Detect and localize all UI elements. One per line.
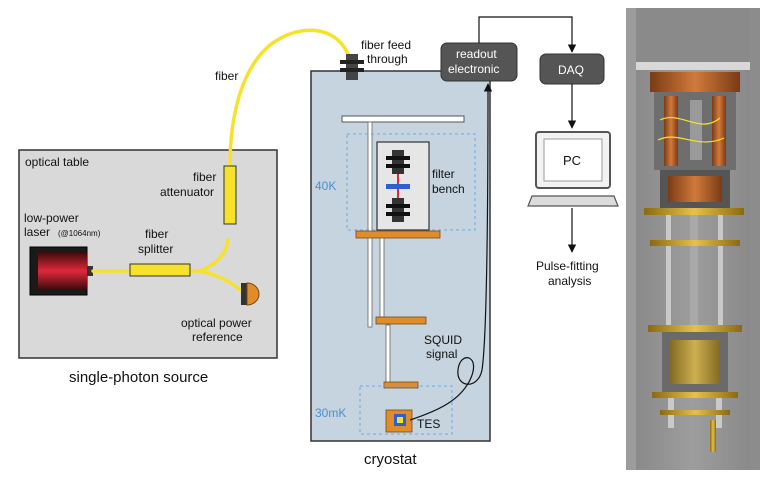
pc-label: PC (563, 153, 581, 168)
squid-signal-cable (409, 83, 493, 421)
feedthrough-label-line1: fiber feed (361, 38, 411, 52)
support-rod-lower (379, 234, 385, 318)
plate-40k (355, 230, 441, 239)
cryostat-photo (626, 8, 760, 470)
daq-label: DAQ (558, 63, 584, 77)
fiber-attenuator-label-line1: fiber (193, 170, 216, 184)
laser-icon (29, 246, 93, 296)
photodiode-icon (241, 282, 260, 306)
tes-sensor (385, 409, 413, 433)
readout-label-line2: electronic (448, 62, 499, 76)
fiber-splitter-label-line2: splitter (138, 242, 173, 256)
pulse-fitting-label-line1: Pulse-fitting (536, 259, 599, 273)
readout-label-line1: readout (456, 47, 497, 61)
squid-label-line2: signal (426, 347, 457, 361)
stage-40k-label: 40K (315, 179, 336, 193)
tes-label: TES (417, 417, 440, 431)
support-rod (367, 121, 373, 328)
plate-low (383, 381, 419, 389)
optical-table-label: optical table (25, 155, 89, 169)
optical-power-label-line2: reference (192, 330, 243, 344)
filter-bench-connectors (386, 150, 410, 222)
single-photon-source-label: single-photon source (69, 369, 208, 386)
pulse-fitting-label-line2: analysis (548, 274, 591, 288)
pc-icon (527, 131, 619, 207)
stage-30mk-box (359, 385, 453, 435)
fiber-attenuator (223, 165, 237, 225)
optical-power-label-line1: optical power (181, 316, 252, 330)
plate-mid (375, 316, 427, 325)
support-rod-bottom (385, 324, 391, 386)
feedthrough-label-line2: through (367, 52, 408, 66)
feedthrough-icon (340, 54, 364, 80)
top-plate (341, 115, 465, 123)
laser-label-line2: laser (24, 225, 50, 239)
readout-to-daq-arrow (478, 16, 577, 53)
laser-wavelength-label: (@1064nm) (58, 229, 101, 238)
stage-30mk-label: 30mK (315, 406, 346, 420)
laser-label-line1: low-power (24, 211, 79, 225)
filter-bench-label-line2: bench (432, 182, 465, 196)
squid-label-line1: SQUID (424, 333, 462, 347)
cryostat-label: cryostat (364, 451, 417, 468)
filter-bench-label-line1: filter (432, 167, 455, 181)
fiber-splitter (129, 263, 191, 277)
fiber-label: fiber (215, 69, 238, 83)
fiber-splitter-label-line1: fiber (145, 227, 168, 241)
fiber-attenuator-label-line2: attenuator (160, 185, 214, 199)
